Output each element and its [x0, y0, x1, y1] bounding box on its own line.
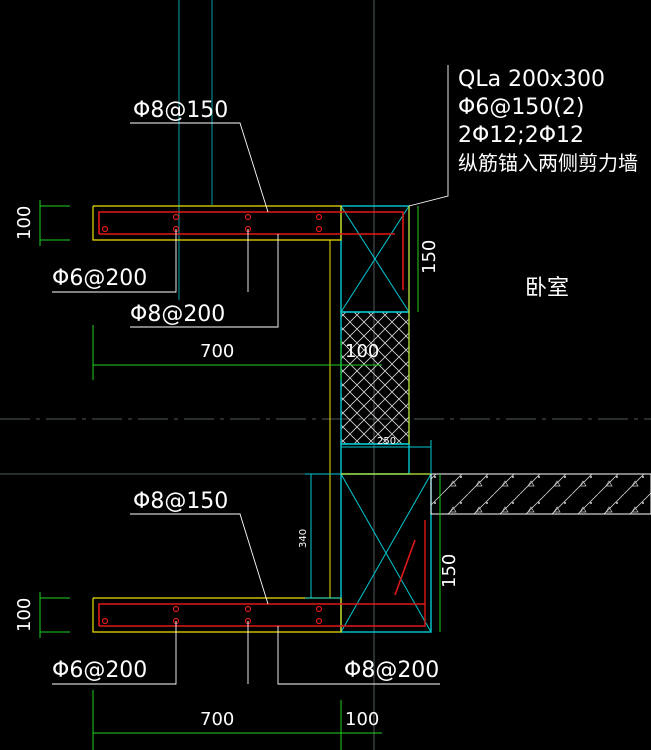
upper-top-bar-leader: [130, 122, 269, 213]
lower-dist-bar-label: Φ6@200: [52, 658, 147, 683]
beam-note-line2: Φ6@150(2): [458, 95, 584, 120]
lower-top-rebar: [98, 603, 425, 626]
lower-column-label: 150: [439, 554, 460, 588]
lower-width-label: 250: [377, 436, 396, 447]
upper-slab-outline: [92, 205, 342, 241]
upper-length-dimension: [92, 325, 382, 380]
upper-length-label: 700: [200, 341, 234, 362]
lower-height-dimension: [305, 473, 341, 599]
upper-dist-bar-label: Φ6@200: [52, 266, 147, 291]
upper-bottom-bar-label: Φ8@200: [130, 302, 225, 327]
upper-top-bar-label: Φ8@150: [133, 98, 228, 123]
lower-height-label: 340: [298, 529, 309, 548]
upper-bottom-bar-leader: [130, 234, 279, 328]
upper-wall-label: 100: [345, 341, 379, 362]
lower-bottom-rebar: [99, 520, 426, 627]
beam-note-leader: [408, 65, 449, 207]
beam-note-line4: 纵筋锚入两侧剪力墙: [458, 151, 638, 175]
upper-dist-bar-leader: [52, 229, 177, 293]
room-label: 卧室: [525, 276, 569, 301]
upper-thickness-dimension: [39, 200, 70, 246]
upper-thickness-label: 100: [14, 206, 35, 240]
upper-wall-hatch: [340, 311, 410, 445]
lower-right-wall-hatch: [430, 473, 651, 515]
lower-bottom-bar-label: Φ8@200: [344, 658, 439, 683]
lower-dist-bar-leader: [52, 621, 177, 685]
lower-length-dimension: [92, 690, 382, 750]
lower-detail: [39, 440, 651, 750]
beam-note-line3: 2Φ12;2Φ12: [458, 123, 584, 148]
lower-rebar-dots: [101, 605, 323, 625]
upper-column-label: 150: [419, 240, 440, 274]
beam-note-line1: QLa 200x300: [458, 67, 605, 92]
lower-thickness-dimension: [39, 592, 70, 638]
lower-wall-label: 100: [345, 709, 379, 730]
connecting-wall-segment: [340, 443, 410, 475]
upper-rebar-dots: [101, 213, 323, 233]
lower-top-bar-leader: [130, 513, 269, 605]
lower-slab-outline: [92, 597, 342, 633]
lower-diagonal-rebar: [394, 539, 416, 596]
lower-column-x2: [340, 473, 432, 633]
lower-width-dimension: [341, 440, 432, 474]
lower-top-bar-label: Φ8@150: [133, 489, 228, 514]
lower-thickness-label: 100: [14, 598, 35, 632]
upper-top-rebar: [98, 211, 404, 290]
lower-length-label: 700: [200, 709, 234, 730]
upper-detail: [39, 65, 449, 475]
upper-column-x2: [340, 205, 410, 313]
lower-bottom-bar-leader: [277, 626, 440, 685]
